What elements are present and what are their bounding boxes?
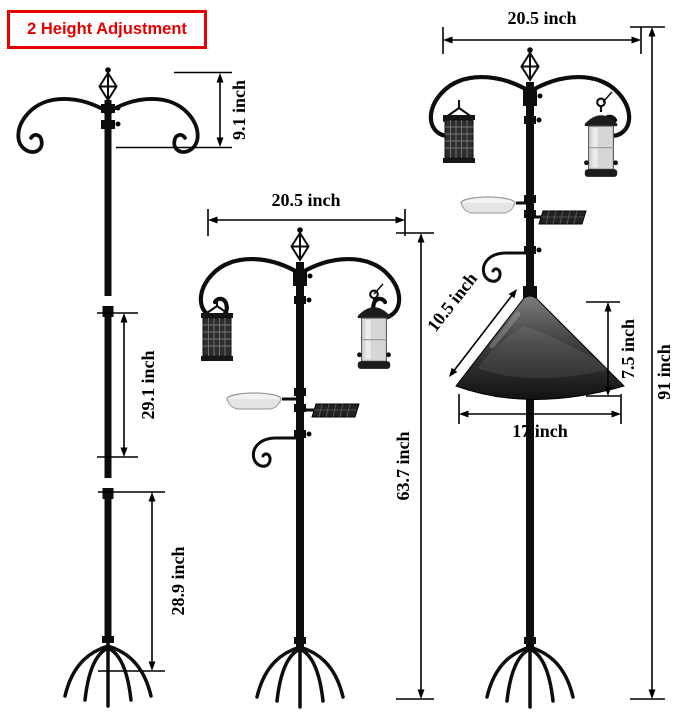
dim-hook-height: [116, 71, 232, 149]
side-hanger-hook: [251, 436, 298, 468]
dim-label-hook-height: 9.1 inch: [229, 79, 249, 141]
dim-middle-segment: [97, 312, 138, 458]
squirrel-baffle-cone: [455, 295, 625, 400]
dim-label-middle-segment: 29.1 inch: [138, 350, 158, 420]
height-adjustment-badge: 2 Height Adjustment: [7, 10, 207, 49]
five-prong-ground-stake: [255, 635, 345, 709]
dim-label-baffle-diameter: 17 inch: [512, 421, 568, 441]
five-prong-ground-stake: [485, 635, 575, 709]
dim-width-right: [442, 27, 642, 54]
dim-label-height-middle: 63.7 inch: [393, 431, 413, 501]
dim-height-middle: [396, 232, 434, 700]
mesh-tray: [538, 210, 587, 225]
pole-finial-icon: [98, 66, 118, 101]
dim-label-width-middle: 20.5 inch: [271, 190, 341, 210]
tube-feeder: [582, 97, 620, 178]
dim-height-right: [630, 26, 665, 700]
dim-label-height-right: 91 inch: [654, 344, 674, 400]
dim-width-middle: [207, 209, 406, 236]
pole-collars: [523, 90, 543, 298]
feeder-station-63-figure: [201, 226, 399, 709]
dim-baffle-slant: [449, 289, 517, 377]
mesh-tray: [311, 403, 360, 418]
seed-dish: [226, 392, 282, 410]
mesh-cage-feeder: [442, 99, 476, 164]
dim-bottom-segment: [98, 491, 165, 672]
pole-finial-icon: [290, 226, 310, 261]
feeder-station-91-figure: [431, 46, 629, 709]
side-hanger-hook: [481, 251, 528, 283]
pole-finial-icon: [520, 46, 540, 81]
main-pole: [296, 262, 304, 648]
dim-baffle-diameter: [458, 394, 622, 424]
pole-segment-middle: [102, 306, 114, 478]
disassembled-pole-figure: [16, 66, 200, 708]
pole-segment-bottom: [102, 488, 114, 642]
dim-label-width-right: 20.5 inch: [507, 8, 577, 28]
dimension-annotations: [97, 26, 665, 700]
feeder-link-wire: [373, 283, 384, 295]
pole-collars: [293, 270, 313, 438]
pole-segment-top: [101, 100, 121, 296]
seed-dish: [460, 196, 516, 214]
dim-baffle-height: [586, 301, 620, 397]
dim-label-baffle-height: 7.5 inch: [618, 318, 638, 380]
dim-label-bottom-segment: 28.9 inch: [168, 546, 188, 616]
